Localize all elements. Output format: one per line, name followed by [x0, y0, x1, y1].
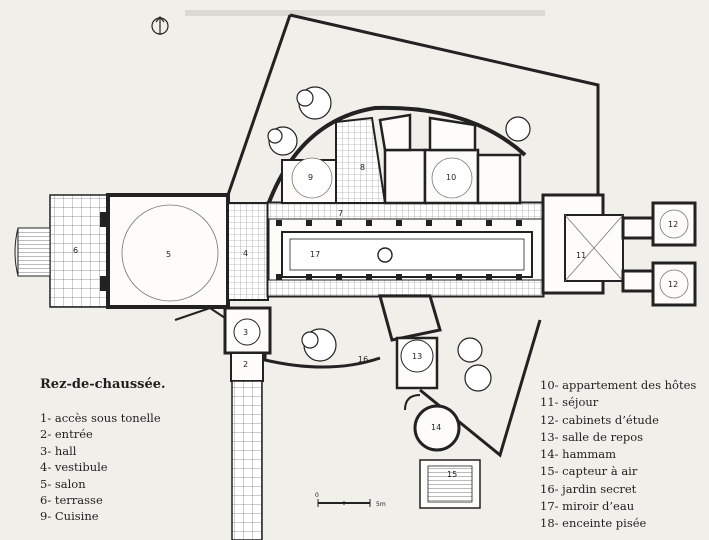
- legend-left: 1- accès sous tonelle 2- entrée 3- hall …: [40, 410, 161, 525]
- label-13: 13: [412, 352, 422, 361]
- svg-text:0: 0: [315, 492, 319, 499]
- label-14: 14: [431, 423, 441, 432]
- study-12: [621, 201, 697, 307]
- legend-item: 10- appartement des hôtes: [540, 378, 697, 392]
- legend-item: 9- Cuisine: [40, 509, 99, 524]
- label-6: 6: [73, 246, 78, 255]
- legend-item: 15- capteur à air: [540, 464, 638, 479]
- legend-right: 10- appartement des hôtes 11- séjour 12-…: [540, 377, 696, 533]
- rest-room-13: [395, 336, 439, 390]
- label-12b: 12: [668, 280, 678, 289]
- label-9: 9: [308, 173, 313, 182]
- air-catcher-15: [419, 459, 481, 509]
- legend-item: 13- salle de repos: [540, 429, 644, 444]
- label-12a: 12: [668, 220, 678, 229]
- legend-item: 4- vestibule: [40, 460, 108, 475]
- label-8: 8: [360, 163, 365, 172]
- legend-item: 16- jardin secret: [540, 481, 637, 496]
- label-16: 16: [358, 355, 368, 364]
- legend-item: 18- enceinte pisée: [540, 516, 647, 531]
- scale-bar: 0 5m: [315, 492, 386, 508]
- gallery: [266, 201, 545, 298]
- faded-header-text: [185, 10, 545, 16]
- fountain-icon: [377, 247, 393, 263]
- legend-item: 5- salon: [40, 476, 86, 491]
- guest-dome-10: [431, 157, 473, 199]
- terrace-6: [49, 194, 109, 308]
- water-mirror-17: [281, 231, 533, 278]
- living-11: [541, 193, 624, 295]
- legend-title: Rez-de-chaussée.: [40, 377, 166, 392]
- label-2: 2: [243, 360, 248, 369]
- tree-icons: [267, 86, 531, 392]
- legend-item: 2- entrée: [40, 427, 93, 442]
- label-3: 3: [243, 328, 248, 337]
- svg-text:5m: 5m: [376, 501, 386, 508]
- label-15: 15: [447, 470, 457, 479]
- label-11: 11: [576, 251, 586, 260]
- label-17: 17: [310, 250, 320, 259]
- legend-item: 1- accès sous tonelle: [40, 411, 161, 425]
- label-7: 7: [338, 209, 343, 218]
- legend-item: 14- hammam: [540, 447, 617, 462]
- label-5: 5: [166, 250, 171, 259]
- entrance: [174, 306, 272, 540]
- stairs-1: [14, 227, 51, 277]
- label-10: 10: [446, 173, 456, 182]
- legend-item: 6- terrasse: [40, 493, 103, 508]
- salon-5: [100, 193, 230, 309]
- secret-garden-16: [378, 294, 442, 342]
- label-4: 4: [243, 249, 248, 258]
- legend-item: 11- séjour: [540, 395, 599, 410]
- hammam-14: [404, 394, 461, 452]
- legend-item: 3- hall: [40, 443, 77, 458]
- covered-path-1: [231, 380, 263, 540]
- vestibule-4: [227, 202, 269, 301]
- legend-item: 12- cabinets d’étude: [540, 412, 659, 427]
- legend-item: 17- miroir d’eau: [540, 499, 635, 514]
- tiled-zone-8: [335, 116, 387, 204]
- north-arrow-icon: [151, 16, 169, 35]
